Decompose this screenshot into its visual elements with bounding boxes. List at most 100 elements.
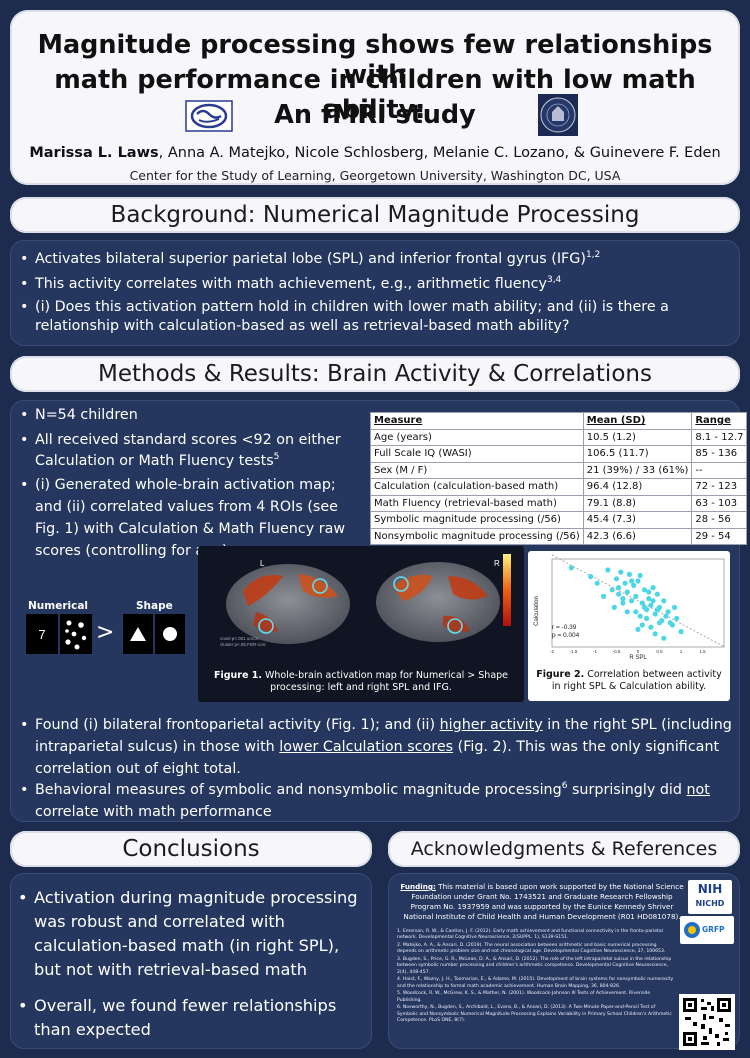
column-header-measure: Measure — [370, 412, 584, 430]
scatter-point — [622, 580, 628, 586]
scatter-point — [605, 567, 611, 573]
poster-title-line-1: Magnitude processing shows few relations… — [37, 30, 713, 90]
circle-icon — [163, 627, 177, 641]
poster-title-line-2: math performance in children with low ma… — [54, 65, 696, 125]
methods-heading: Methods & Results: Brain Activity & Corr… — [10, 356, 740, 392]
bullet-icon: • — [20, 477, 29, 493]
scatter-point — [631, 582, 637, 588]
georgetown-seal-icon — [538, 94, 578, 136]
threshold-note-1: voxel p<.001 uncor. — [220, 636, 259, 641]
p-value-annotation: p = 0.004 — [552, 632, 580, 639]
methods-bullet-1: • N=54 children — [20, 407, 138, 423]
scatter-point — [618, 569, 624, 575]
r-value-annotation: r = -0.39 — [552, 624, 577, 631]
nsf-grfp-logo-icon: GRFP — [680, 916, 734, 944]
scatter-point — [613, 576, 620, 582]
methods-bullet-3: • (i) Generated whole-brain activation m… — [20, 474, 358, 562]
scatter-point — [648, 602, 654, 608]
x-tick-label: -1.5 — [570, 649, 578, 654]
numerical-task-stimulus: 7 — [26, 614, 92, 654]
right-hemisphere-label: R — [494, 559, 500, 568]
conclusions-heading: Conclusions — [10, 831, 372, 867]
task-numerical-label: Numerical — [28, 600, 89, 612]
affiliation: Center for the Study of Learning, George… — [129, 168, 621, 183]
scatter-point — [650, 598, 656, 604]
qr-code-icon[interactable] — [679, 994, 735, 1050]
scatter-point — [646, 596, 652, 602]
scatter-point — [646, 589, 652, 595]
x-tick-label: 0 — [637, 649, 640, 654]
scatter-point — [639, 600, 645, 606]
table-row: Age (years)10.5 (1.2)8.1 - 12.7 — [370, 428, 748, 446]
scatter-point — [626, 571, 632, 577]
conclusions-bullet-2: • Overall, we found fewer relationships … — [18, 996, 337, 1039]
scatter-point — [616, 585, 622, 591]
scatter-point — [635, 626, 641, 632]
bullet-icon: • — [18, 996, 28, 1015]
table-header-row: Measure Mean (SD) Range — [370, 412, 748, 430]
list-item: 3. Bugden, S., Price, G. R., McLean, D. … — [397, 957, 672, 975]
scatter-point — [652, 611, 658, 617]
scatter-point — [611, 604, 617, 610]
colorbar — [503, 554, 511, 626]
title-box: Magnitude processing shows few relations… — [10, 10, 740, 185]
conclusions-bullet-1: • Activation during magnitude processing… — [18, 888, 358, 979]
table-row: Symbolic magnitude processing (/56)45.4 … — [370, 511, 748, 529]
table-row: Full Scale IQ (WASI)106.5 (11.7)85 - 136 — [370, 445, 748, 463]
scatter-point — [667, 620, 673, 626]
scatter-point — [654, 591, 660, 597]
methods-bullet-2: • All received standard scores <92 on ei… — [20, 432, 341, 469]
scatter-point — [635, 578, 641, 584]
bullet-icon: • — [20, 251, 29, 267]
figure-1: L R voxel p<.001 uncor. cluster p<.05 FD… — [198, 546, 524, 702]
funding-statement: Funding: This material is based upon wor… — [400, 882, 684, 921]
scatter-point — [656, 620, 663, 626]
results-bullet-2: • Behavioral measures of symbolic and no… — [20, 779, 732, 823]
plot-frame — [551, 558, 725, 648]
threshold-note-2: cluster p<.05 FDR-corr. — [220, 642, 267, 647]
scatter-point — [588, 574, 594, 580]
list-item: 2. Matejko, A. A., & Ansari, D. (2019). … — [397, 943, 666, 955]
reference-list: 1. Emerson, R. W., & Cantlon, J. F. (201… — [397, 929, 675, 1026]
scatter-point — [654, 607, 660, 613]
scatter-point — [568, 565, 574, 571]
table-row: Math Fluency (retrieval-based math)79.1 … — [370, 494, 748, 512]
scatter-point — [671, 604, 678, 610]
conclusions-panel — [10, 873, 372, 1049]
x-axis-label: R SPL — [629, 655, 647, 661]
demographics-table: Measure Mean (SD) Range Age (years)10.5 … — [370, 412, 748, 545]
figure-2-caption: Figure 2. Correlation between activity i… — [536, 669, 722, 692]
figure-1-caption: Figure 1. Whole-brain activation map for… — [213, 670, 509, 693]
x-tick-label: 0.5 — [656, 649, 663, 654]
scatter-point — [661, 598, 667, 604]
author-list: Marissa L. Laws, Anna A. Matejko, Nicole… — [10, 145, 740, 161]
greater-than-symbol: > — [96, 620, 115, 645]
scatter-point — [652, 631, 658, 637]
scatter-point — [633, 593, 639, 599]
scatter-point — [661, 635, 667, 641]
scatter-point — [609, 587, 615, 593]
task-shape-label: Shape — [136, 600, 173, 612]
left-hemisphere-label: L — [260, 559, 265, 568]
background-panel — [10, 240, 740, 346]
acknowledgments-heading: Acknowledgments & References — [388, 831, 740, 867]
bullet-icon: • — [20, 276, 29, 292]
scatter-plot: Calculation R SPL r = -0.39 p = 0.004 -2… — [534, 554, 725, 661]
scatter-point — [620, 596, 626, 602]
scatter-point — [633, 609, 639, 615]
figure-2: Calculation R SPL r = -0.39 p = 0.004 -2… — [528, 551, 730, 701]
scatter-point — [641, 604, 648, 610]
scatter-point — [650, 585, 656, 591]
nih-logo-icon: NIH NICHD — [688, 880, 732, 914]
poster-title-line-3: An fMRI study — [274, 100, 476, 130]
shape-task-stimulus — [123, 614, 185, 654]
scatter-point — [639, 622, 645, 628]
results-bullet-1: • Found (i) bilateral frontoparietal act… — [20, 714, 732, 780]
scatter-point — [624, 589, 630, 595]
x-tick-label: -0.5 — [613, 649, 621, 654]
x-tick-label: 1.5 — [699, 649, 706, 654]
x-tick-label: -2 — [550, 649, 554, 654]
scatter-point — [616, 591, 622, 597]
column-header-mean: Mean (SD) — [582, 412, 693, 430]
bullet-icon: • — [20, 717, 29, 733]
